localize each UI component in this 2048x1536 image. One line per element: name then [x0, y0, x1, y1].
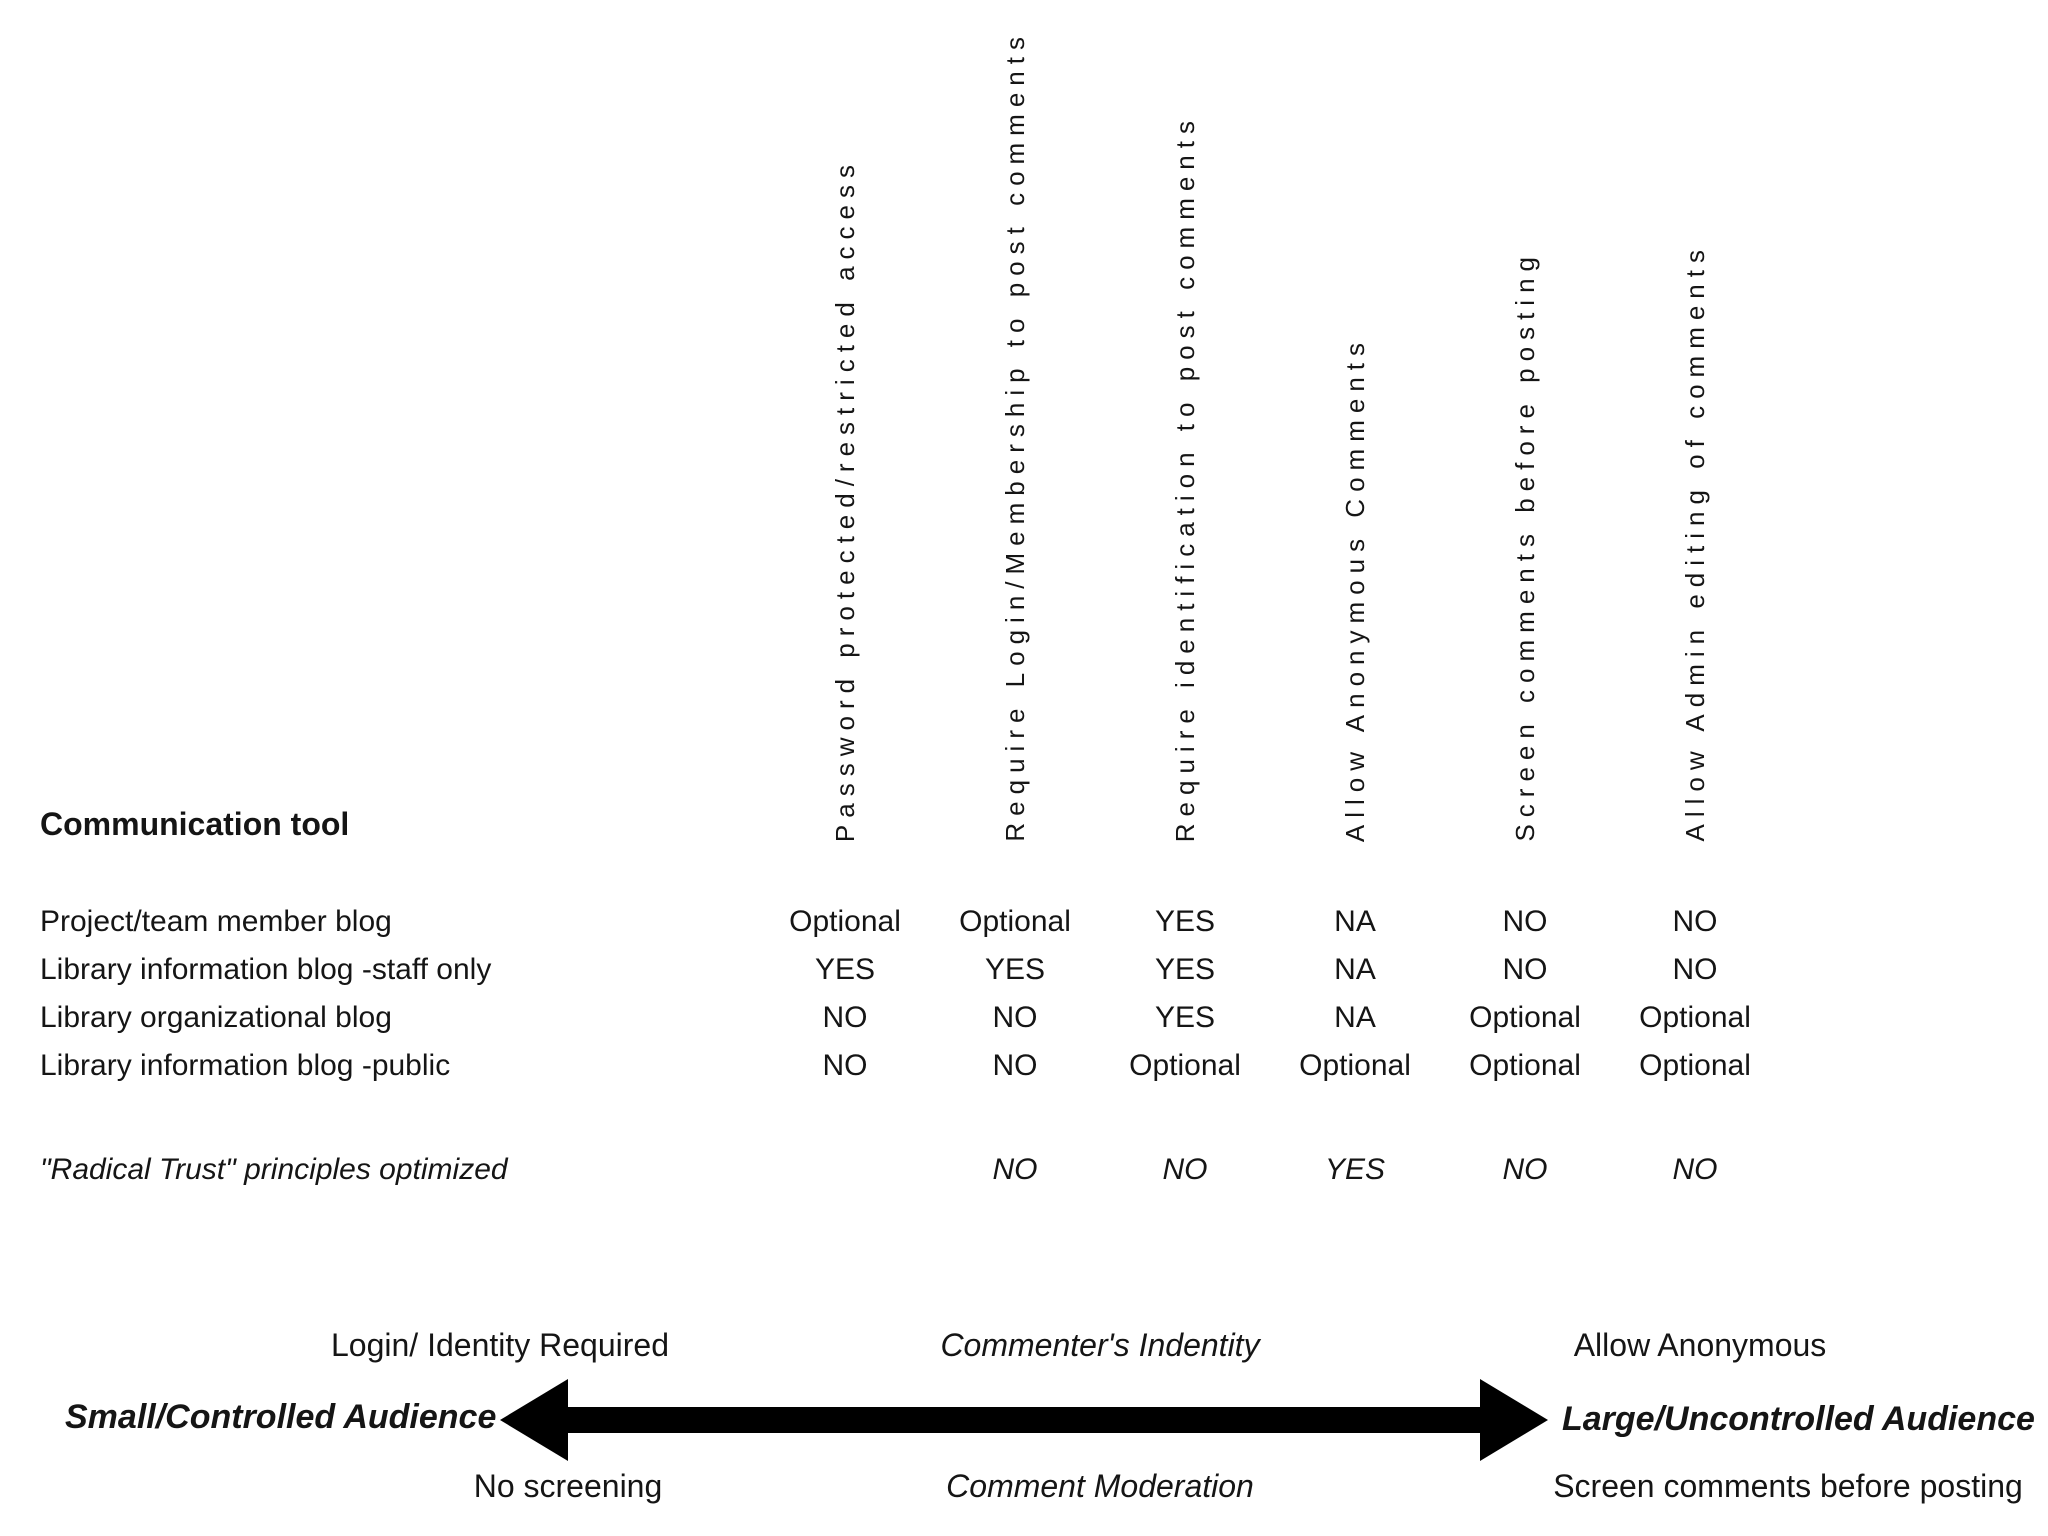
row-label: Library organizational blog	[40, 1001, 392, 1034]
table-row: Project/team member blog Optional Option…	[40, 898, 1780, 946]
table-cell: Optional	[1299, 1049, 1411, 1082]
table-cell: Optional	[1469, 1001, 1581, 1034]
row-label: Project/team member blog	[40, 905, 392, 938]
table-cell: Optional	[1129, 1049, 1241, 1082]
table-cell: YES	[984, 953, 1046, 986]
table-cell: Optional	[1639, 1001, 1751, 1034]
column-header-password-protected: Password protected/restricted access	[830, 157, 860, 842]
table-cell: Optional	[1469, 1049, 1581, 1082]
table-cell: NO	[1672, 953, 1718, 986]
table-body: Project/team member blog Optional Option…	[40, 898, 1780, 1090]
table-cell: NO	[992, 1153, 1038, 1186]
column-header-admin-editing: Allow Admin editing of comments	[1680, 243, 1710, 842]
row-label: Library information blog -staff only	[40, 953, 492, 986]
column-header-allow-anonymous: Allow Anonymous Comments	[1340, 335, 1370, 842]
table-cell: NA	[1334, 1001, 1376, 1034]
column-header-screen-comments: Screen comments before posting	[1510, 250, 1540, 842]
table-cell: YES	[1154, 1001, 1216, 1034]
double-headed-arrow	[500, 1379, 1548, 1461]
table-row: Library information blog -public NO NO O…	[40, 1042, 1780, 1090]
table-cell: NO	[822, 1001, 868, 1034]
table-cell: NO	[1672, 905, 1718, 938]
table-header-row: Communication tool Password protected/re…	[40, 0, 1780, 842]
arrow-shaft	[568, 1407, 1480, 1433]
table-cell: YES	[1324, 1153, 1386, 1186]
table-cell: NO	[1162, 1153, 1208, 1186]
table-cell: Optional	[1639, 1049, 1751, 1082]
arrow-left-head-icon	[500, 1379, 568, 1461]
table-cell: NO	[1502, 1153, 1548, 1186]
table-cell: YES	[814, 953, 876, 986]
table-row: Library organizational blog NO NO YES NA…	[40, 994, 1780, 1042]
table-cell: NO	[1672, 1153, 1718, 1186]
spectrum-label-comment-moderation: Comment Moderation	[946, 1468, 1254, 1504]
summary-row: "Radical Trust" principles optimized NO …	[40, 1146, 1780, 1194]
table-cell: NO	[992, 1001, 1038, 1034]
summary-row-label: "Radical Trust" principles optimized	[40, 1153, 508, 1186]
column-header-require-identification: Require identification to post comments	[1170, 113, 1200, 842]
table-cell: NA	[1334, 905, 1376, 938]
large-uncontrolled-audience-label: Large/Uncontrolled Audience	[1562, 1400, 2035, 1438]
spectrum-label-allow-anonymous: Allow Anonymous	[1573, 1327, 1827, 1363]
corner-label: Communication tool	[40, 806, 350, 843]
table-cell: NO	[822, 1049, 868, 1082]
table-cell: YES	[1154, 953, 1216, 986]
row-label: Library information blog -public	[40, 1049, 451, 1082]
comparison-table: Communication tool Password protected/re…	[40, 0, 1780, 1194]
spectrum-label-no-screening: No screening	[473, 1468, 663, 1504]
spectrum-label-commenters-identity: Commenter's Indentity	[940, 1327, 1260, 1363]
table-cell: NA	[1334, 953, 1376, 986]
table-cell: Optional	[789, 905, 901, 938]
small-controlled-audience-label: Small/Controlled Audience	[65, 1398, 497, 1436]
arrow-right-head-icon	[1480, 1379, 1548, 1461]
table-row: Library information blog -staff only YES…	[40, 946, 1780, 994]
table-cell: Optional	[959, 905, 1071, 938]
table-cell: NO	[992, 1049, 1038, 1082]
spectrum-label-login-identity-required: Login/ Identity Required	[331, 1327, 669, 1363]
column-header-require-login: Require Login/Membership to post comment…	[1000, 30, 1030, 842]
spectrum-label-screen-comments: Screen comments before posting	[1553, 1468, 2023, 1504]
table-cell: NO	[1502, 953, 1548, 986]
table-cell: NO	[1502, 905, 1548, 938]
table-cell: YES	[1154, 905, 1216, 938]
